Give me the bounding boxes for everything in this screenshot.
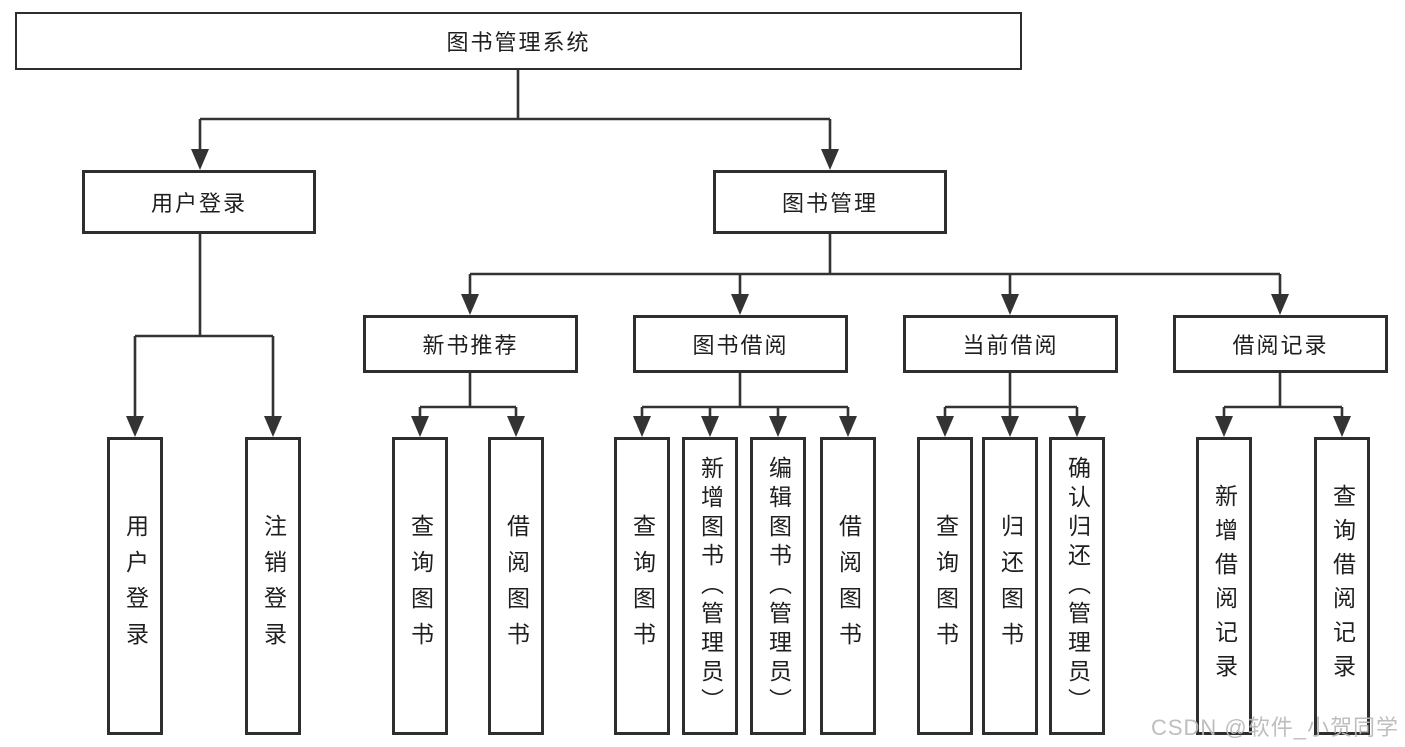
leaf-cb-query-books: 查询图书 xyxy=(917,437,973,735)
leaf-bb-edit-books-admin: 编辑图书（管理员） xyxy=(750,437,806,735)
node-book-borrowing-label: 图书借阅 xyxy=(692,333,789,358)
leaf-br-query-record-label: 查询借阅记录 xyxy=(1329,484,1356,688)
leaf-nb-borrow-books-label: 借阅图书 xyxy=(503,514,530,658)
node-root-label: 图书管理系统 xyxy=(446,30,591,55)
node-current-borrowing: 当前借阅 xyxy=(903,315,1118,373)
leaf-bb-query-books-label: 查询图书 xyxy=(629,514,656,658)
leaf-bb-borrow-books-label: 借阅图书 xyxy=(835,514,862,658)
leaf-br-add-record-label: 新增借阅记录 xyxy=(1211,484,1238,688)
csdn-watermark: CSDN @软件_小贺同学 xyxy=(1150,715,1399,740)
leaf-logout-label: 注销登录 xyxy=(260,514,287,658)
leaf-nb-query-books: 查询图书 xyxy=(392,437,448,735)
leaf-cb-query-books-label: 查询图书 xyxy=(932,514,959,658)
node-user-login: 用户登录 xyxy=(82,170,316,234)
leaf-cb-return-books: 归还图书 xyxy=(982,437,1038,735)
leaf-cb-return-books-label: 归还图书 xyxy=(997,514,1024,658)
leaf-logout: 注销登录 xyxy=(245,437,301,735)
leaf-nb-borrow-books: 借阅图书 xyxy=(488,437,544,735)
leaf-br-query-record: 查询借阅记录 xyxy=(1314,437,1370,735)
leaf-bb-add-books-admin-label: 新增图书（管理员） xyxy=(697,455,724,717)
leaf-cb-confirm-return-admin: 确认归还（管理员） xyxy=(1049,437,1105,735)
node-root: 图书管理系统 xyxy=(15,12,1022,70)
node-current-borrowing-label: 当前借阅 xyxy=(962,333,1059,358)
node-user-login-label: 用户登录 xyxy=(150,191,247,216)
node-book-borrowing: 图书借阅 xyxy=(633,315,848,373)
arrowheads xyxy=(126,149,1351,437)
leaf-nb-query-books-label: 查询图书 xyxy=(407,514,434,658)
leaf-user-login: 用户登录 xyxy=(107,437,163,735)
leaf-bb-query-books: 查询图书 xyxy=(614,437,670,735)
node-new-book-recommend-label: 新书推荐 xyxy=(422,333,519,358)
leaf-bb-add-books-admin: 新增图书（管理员） xyxy=(682,437,738,735)
leaf-cb-confirm-return-admin-label: 确认归还（管理员） xyxy=(1064,455,1091,717)
node-book-management: 图书管理 xyxy=(713,170,947,234)
node-borrowing-records: 借阅记录 xyxy=(1173,315,1388,373)
leaf-user-login-label: 用户登录 xyxy=(122,514,149,658)
node-new-book-recommend: 新书推荐 xyxy=(363,315,578,373)
leaf-bb-edit-books-admin-label: 编辑图书（管理员） xyxy=(765,455,792,717)
node-borrowing-records-label: 借阅记录 xyxy=(1232,333,1329,358)
leaf-br-add-record: 新增借阅记录 xyxy=(1196,437,1252,735)
leaf-bb-borrow-books: 借阅图书 xyxy=(820,437,876,735)
node-book-management-label: 图书管理 xyxy=(781,191,878,216)
